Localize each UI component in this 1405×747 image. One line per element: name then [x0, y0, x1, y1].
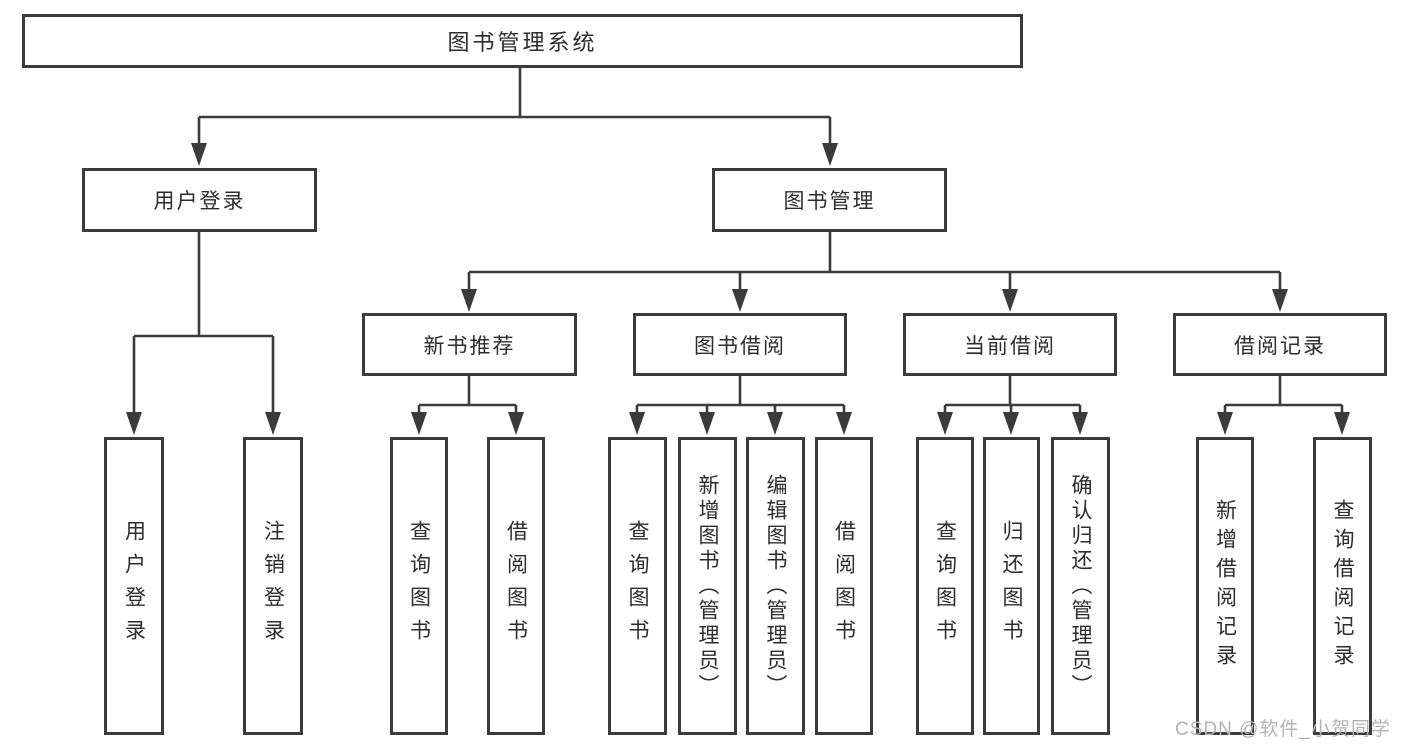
node-label: 用户登录: [153, 190, 246, 213]
leaf-user-login: 用户登录: [104, 437, 164, 735]
node-label: 图书管理系统: [447, 30, 598, 55]
node-label: 图书管理: [783, 190, 876, 213]
node-label: 归还图书: [1000, 520, 1023, 652]
leaf-return-book: 归还图书: [983, 437, 1040, 735]
leaf-query-books-recommend: 查询图书: [390, 437, 448, 735]
node-label: 图书借阅: [694, 334, 786, 358]
leaf-add-book-admin: 新增图书（管理员）: [678, 437, 737, 735]
node-label: 新增借阅记录: [1213, 499, 1237, 673]
leaf-query-books-borrow: 查询图书: [608, 437, 667, 735]
node-user-login: 用户登录: [82, 168, 317, 232]
node-book-borrowing: 图书借阅: [633, 313, 847, 376]
node-current-borrowing: 当前借阅: [903, 313, 1117, 376]
node-book-management: 图书管理: [712, 168, 947, 232]
arrowhead-icons: [126, 143, 1350, 435]
leaf-query-borrow-record: 查询借阅记录: [1313, 437, 1372, 735]
node-borrowing-records: 借阅记录: [1173, 313, 1387, 376]
node-label: 注销登录: [261, 520, 285, 652]
leaf-edit-book-admin: 编辑图书（管理员）: [746, 437, 805, 735]
csdn-watermark: CSDN @软件_小贺同学: [1175, 719, 1391, 740]
node-label: 查询图书: [933, 520, 957, 652]
node-label: 借阅图书: [832, 520, 856, 652]
node-label: 确认归还（管理员）: [1069, 473, 1092, 699]
leaf-borrow-books: 借阅图书: [815, 437, 873, 735]
leaf-borrow-books-recommend: 借阅图书: [487, 437, 545, 735]
node-label: 借阅图书: [504, 520, 528, 652]
node-label: 用户登录: [122, 520, 146, 652]
leaf-query-books-current: 查询图书: [916, 437, 974, 735]
leaf-logout: 注销登录: [243, 437, 303, 735]
node-label: 新书推荐: [423, 334, 516, 358]
node-label: 编辑图书（管理员）: [764, 473, 787, 699]
node-label: 查询借阅记录: [1331, 499, 1354, 673]
node-label: 查询图书: [626, 520, 649, 652]
leaf-confirm-return-admin: 确认归还（管理员）: [1051, 437, 1110, 735]
leaf-add-borrow-record: 新增借阅记录: [1196, 437, 1254, 735]
node-label: 当前借阅: [964, 334, 1056, 358]
node-library-management-system: 图书管理系统: [22, 14, 1023, 68]
node-new-book-recommendation: 新书推荐: [362, 313, 577, 376]
node-label: 新增图书（管理员）: [696, 473, 719, 699]
node-label: 查询图书: [407, 520, 431, 652]
node-label: 借阅记录: [1234, 334, 1326, 358]
